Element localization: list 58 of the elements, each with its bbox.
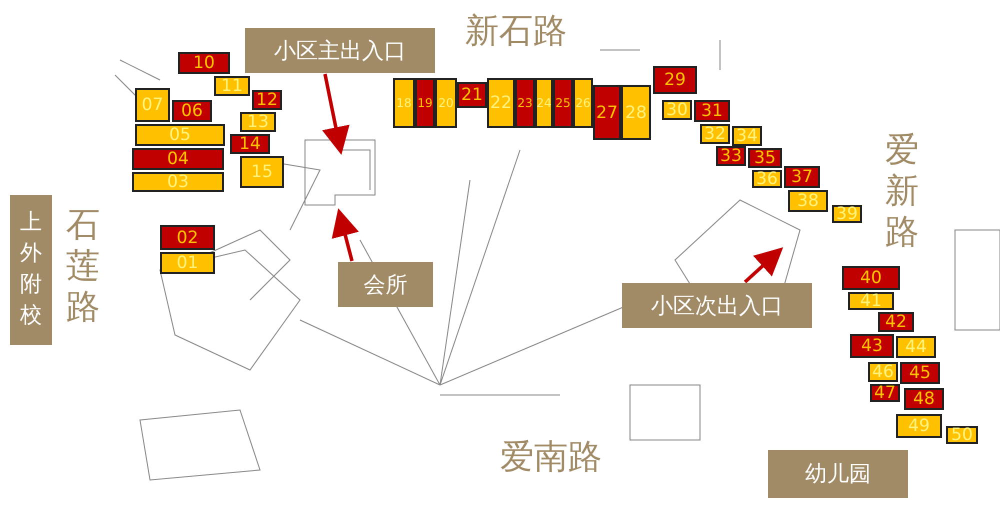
road-name: 石莲路 — [66, 205, 101, 328]
building-block: 11 — [214, 76, 250, 96]
building-block: 26 — [573, 78, 593, 128]
building-block: 06 — [172, 100, 212, 122]
building-block: 48 — [904, 388, 944, 410]
arrow — [744, 247, 784, 284]
building-block: 05 — [135, 124, 225, 146]
building-block: 42 — [878, 312, 914, 332]
building-block: 47 — [870, 384, 900, 402]
building-block: 03 — [132, 172, 224, 192]
building-block: 50 — [946, 426, 978, 444]
building-block: 18 — [393, 78, 415, 128]
building-block: 23 — [515, 78, 535, 128]
building-block: 07 — [135, 88, 170, 122]
building-block: 38 — [788, 190, 828, 212]
building-block: 49 — [896, 414, 942, 438]
label-box: 小区主出入口 — [245, 28, 435, 73]
road-name: 爱新路 — [885, 130, 920, 252]
building-block: 33 — [716, 146, 746, 166]
building-block: 29 — [653, 66, 697, 94]
building-block: 21 — [457, 82, 487, 108]
label-box: 幼儿园 — [768, 450, 908, 498]
arrow — [332, 208, 359, 262]
building-block: 24 — [535, 78, 553, 128]
building-block: 12 — [252, 90, 282, 110]
building-block: 37 — [784, 166, 820, 188]
building-block: 41 — [848, 292, 894, 310]
road-name: 新石路 — [465, 12, 567, 52]
building-block: 45 — [900, 362, 940, 384]
building-block: 43 — [850, 334, 894, 358]
label-box: 小区次出入口 — [622, 283, 812, 328]
building-block: 32 — [700, 124, 730, 144]
building-block: 39 — [832, 205, 862, 223]
building-block: 15 — [240, 156, 284, 188]
building-block: 46 — [868, 362, 898, 382]
building-block: 13 — [240, 112, 276, 132]
building-block: 27 — [593, 85, 621, 140]
building-block: 02 — [160, 225, 215, 250]
building-block: 30 — [662, 100, 692, 120]
building-block: 28 — [621, 85, 651, 140]
building-block: 19 — [415, 78, 435, 128]
building-block: 36 — [752, 170, 782, 188]
building-block: 14 — [230, 134, 270, 154]
building-block: 34 — [732, 126, 762, 146]
arrow — [322, 74, 350, 155]
building-block: 22 — [487, 78, 515, 128]
building-block: 04 — [132, 148, 224, 170]
building-block: 01 — [160, 252, 215, 274]
building-block: 20 — [435, 78, 457, 128]
building-block: 25 — [553, 78, 573, 128]
building-block: 35 — [748, 148, 782, 168]
building-block: 44 — [896, 336, 936, 358]
building-block: 10 — [178, 52, 230, 74]
building-block: 31 — [694, 100, 730, 122]
label-box: 上外附校 — [10, 195, 52, 345]
label-box: 会所 — [338, 262, 433, 307]
road-name: 爱南路 — [500, 438, 602, 478]
building-block: 40 — [842, 266, 900, 290]
